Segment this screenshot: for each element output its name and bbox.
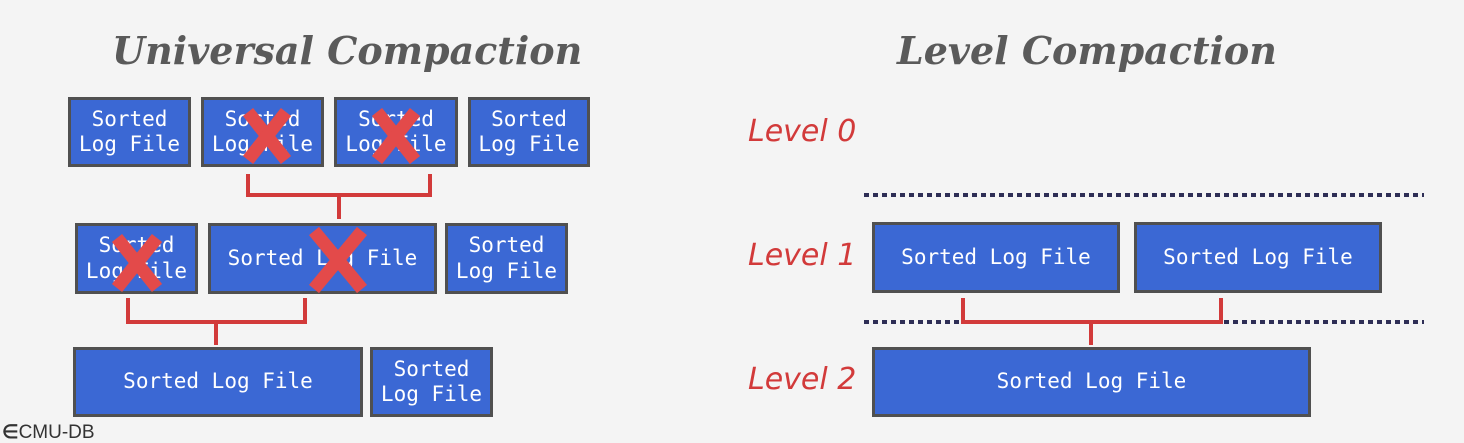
level-0-label: Level 0 <box>748 114 857 149</box>
box-label: Sorted Log File <box>123 369 313 394</box>
universal-compaction-title: Universal Compaction <box>112 28 583 73</box>
sorted-log-file-box: Sorted Log File <box>872 222 1120 293</box>
delete-cross-icon <box>111 233 163 293</box>
sorted-log-file-box: Sorted Log File <box>75 223 198 294</box>
sorted-log-file-box: Sorted Log File <box>445 223 568 294</box>
logo-text: CMU-DB <box>18 422 95 443</box>
box-label: Sorted Log File <box>380 356 483 406</box>
box-label: Sorted Log File <box>996 369 1187 394</box>
merge-bracket <box>961 298 1223 345</box>
delete-cross-icon <box>308 226 368 294</box>
box-label: Sorted Log File <box>478 106 580 156</box>
delete-cross-icon <box>371 107 421 165</box>
sorted-log-file-box: Sorted Log File <box>872 347 1311 417</box>
box-label: Sorted Log File <box>85 233 188 283</box>
sorted-log-file-box: Sorted Log File <box>201 97 324 167</box>
cmu-db-logo: ∈CMU-DB <box>2 422 95 443</box>
box-label: Sorted Log File <box>455 233 558 283</box>
level-1-label: Level 1 <box>748 238 857 273</box>
box-label: Sorted Log File <box>1163 244 1353 269</box>
db-logo-icon: ∈ <box>2 422 19 443</box>
sorted-log-file-box: Sorted Log File <box>1134 222 1382 293</box>
merge-bracket <box>126 298 307 345</box>
merge-bracket <box>246 174 432 219</box>
box-label: Sorted Log File <box>901 244 1091 269</box>
delete-cross-icon <box>242 107 292 165</box>
sorted-log-file-box: Sorted Log File <box>68 97 191 167</box>
sorted-log-file-box: Sorted Log File <box>370 347 493 417</box>
sorted-log-file-box: Sorted Log File <box>73 347 363 417</box>
level-2-label: Level 2 <box>748 362 857 397</box>
level-compaction-title: Level Compaction <box>897 28 1277 73</box>
box-label: Sorted Log File <box>78 106 181 156</box>
sorted-log-file-box: Sorted Log File <box>468 97 590 167</box>
